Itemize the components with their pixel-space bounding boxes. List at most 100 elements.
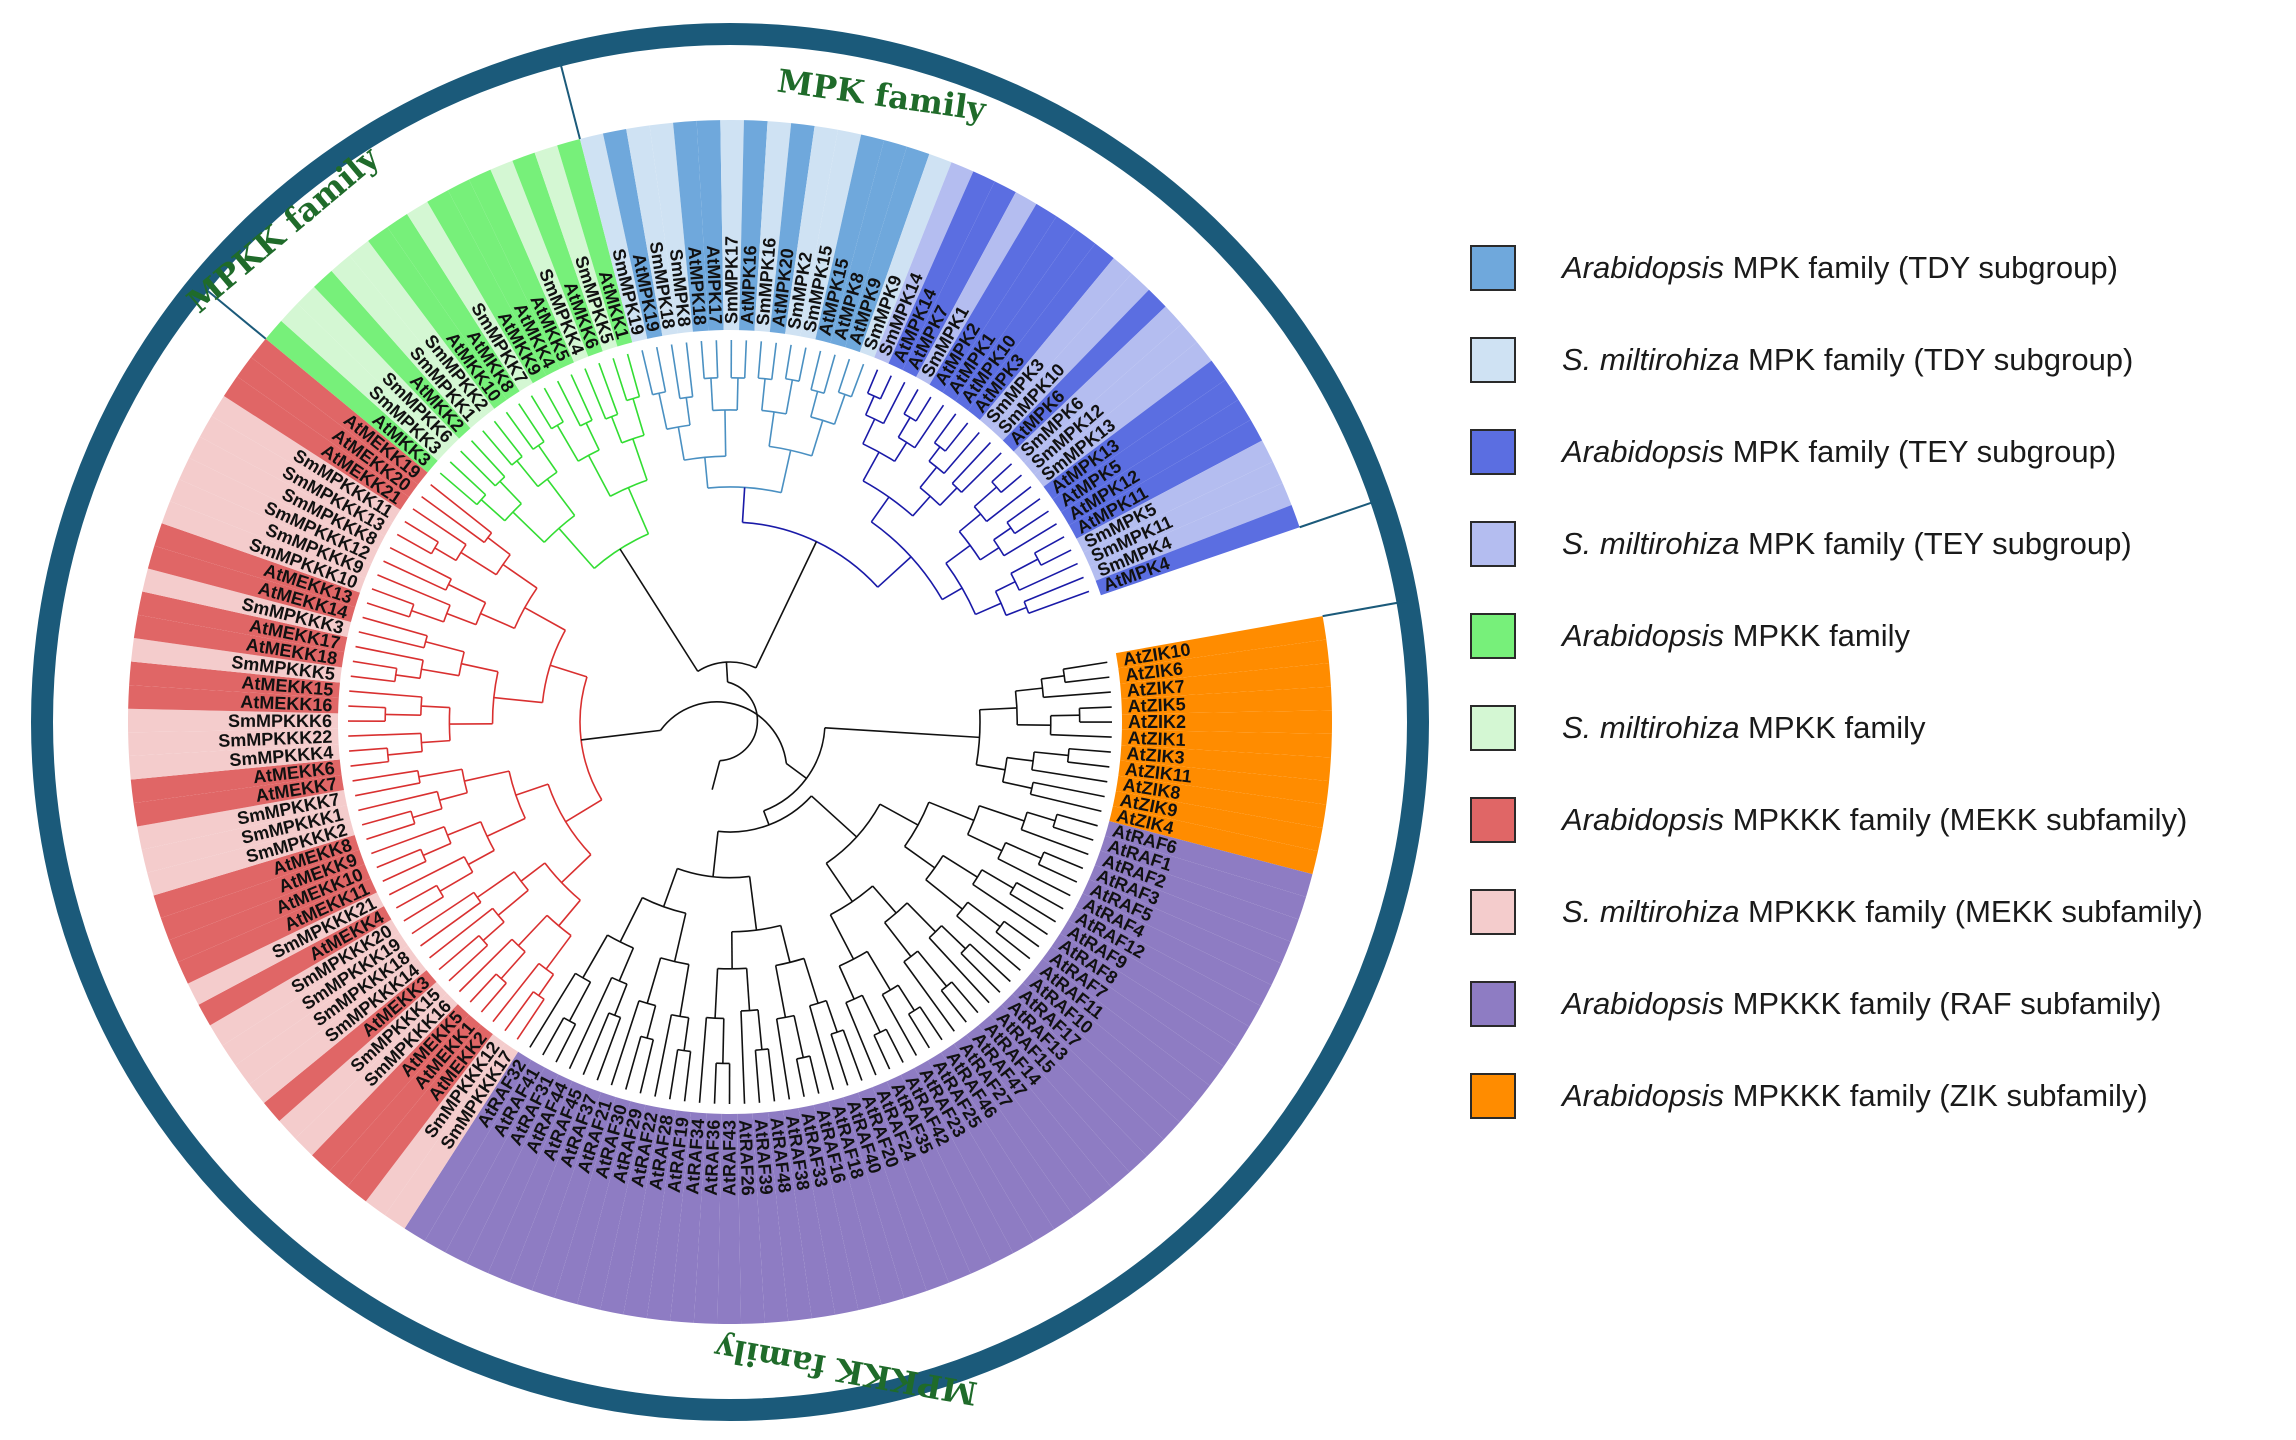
tree-branch bbox=[1017, 883, 1064, 909]
legend-swatch bbox=[1470, 613, 1516, 659]
tree-arc bbox=[387, 748, 388, 761]
tree-branch bbox=[929, 447, 940, 461]
tree-branch bbox=[737, 378, 738, 410]
tree-branch bbox=[675, 913, 686, 961]
tree-branch bbox=[726, 662, 727, 682]
tree-branch bbox=[1051, 715, 1080, 716]
legend-label: S. miltirohiza MPK family (TEY subgroup) bbox=[1562, 526, 2132, 562]
tree-branch bbox=[811, 351, 820, 390]
tree-branch bbox=[715, 969, 718, 1019]
tree-branch bbox=[619, 948, 633, 981]
tree-arc bbox=[514, 872, 528, 890]
tree-branch bbox=[367, 603, 409, 617]
tree-branch bbox=[758, 341, 761, 378]
tree-branch bbox=[384, 561, 446, 590]
tree-branch bbox=[518, 915, 547, 945]
tree-branch bbox=[755, 1050, 759, 1103]
tree-branch bbox=[909, 1014, 930, 1048]
tree-branch bbox=[713, 831, 718, 876]
tree-branch bbox=[1068, 762, 1110, 767]
legend-item: Arabidopsis MPKKK family (ZIK subfamily) bbox=[1470, 1050, 2280, 1142]
tree-arc bbox=[846, 995, 862, 1002]
tree-arc bbox=[718, 968, 747, 969]
tree-branch bbox=[440, 473, 477, 504]
tree-branch bbox=[1044, 852, 1083, 868]
tree-branch bbox=[396, 675, 420, 678]
tree-branch bbox=[483, 922, 504, 940]
tree-branch bbox=[351, 676, 395, 681]
tree-arc bbox=[909, 1007, 920, 1014]
tree-branch bbox=[615, 984, 627, 1015]
tree-branch bbox=[362, 811, 411, 825]
tree-branch bbox=[426, 642, 465, 652]
tree-branch bbox=[481, 500, 505, 521]
tree-arc bbox=[996, 591, 1006, 615]
tree-branch bbox=[628, 354, 640, 397]
tree-arc bbox=[464, 857, 472, 872]
tree-branch bbox=[882, 995, 916, 1056]
tree-branch bbox=[961, 953, 1000, 992]
tree-branch bbox=[851, 364, 863, 397]
tree-branch bbox=[612, 417, 622, 443]
tree-branch bbox=[772, 343, 776, 380]
tree-arc bbox=[866, 415, 884, 424]
tree-branch bbox=[447, 613, 476, 624]
tree-branch bbox=[920, 1007, 942, 1040]
tree-branch bbox=[405, 522, 438, 543]
legend-item: S. miltirohiza MPKK family bbox=[1470, 682, 2280, 774]
tree-branch bbox=[366, 824, 414, 840]
tree-branch bbox=[421, 741, 450, 743]
tree-arc bbox=[547, 915, 571, 935]
tree-branch bbox=[716, 340, 717, 378]
tree-branch bbox=[756, 542, 816, 668]
tree-branch bbox=[613, 358, 627, 400]
tree-arc bbox=[920, 488, 940, 506]
tree-branch bbox=[915, 405, 944, 448]
tree-branch bbox=[525, 608, 566, 631]
tree-branch bbox=[750, 876, 757, 930]
tree-branch bbox=[516, 784, 548, 795]
tree-branch bbox=[421, 706, 450, 707]
tree-arc bbox=[544, 515, 574, 542]
tree-branch bbox=[412, 892, 474, 933]
tree-branch bbox=[992, 464, 1012, 482]
tree-arc bbox=[421, 733, 422, 751]
tree-branch bbox=[481, 983, 506, 1012]
tree-branch bbox=[351, 762, 389, 766]
tree-branch bbox=[866, 396, 874, 415]
tree-branch bbox=[705, 457, 708, 488]
legend-swatch bbox=[1470, 797, 1516, 843]
tree-branch bbox=[562, 855, 591, 883]
tree-branch bbox=[905, 846, 935, 867]
tree-arc bbox=[874, 1029, 886, 1035]
tree-branch bbox=[863, 419, 875, 444]
tree-branch bbox=[926, 880, 963, 909]
tree-arc bbox=[533, 442, 544, 450]
tree-branch bbox=[633, 439, 647, 480]
tree-branch bbox=[557, 425, 578, 461]
tree-arc bbox=[957, 902, 968, 916]
tree-branch bbox=[544, 388, 563, 422]
tree-arc bbox=[935, 443, 946, 451]
tree-branch bbox=[1024, 577, 1083, 601]
tree-branch bbox=[1006, 843, 1042, 859]
tree-branch bbox=[918, 951, 947, 986]
tree-branch bbox=[1041, 550, 1071, 565]
tree-branch bbox=[839, 966, 854, 999]
tree-branch bbox=[959, 514, 980, 532]
tree-branch bbox=[1015, 511, 1049, 533]
tree-arc bbox=[552, 422, 564, 429]
legend-item: S. miltirohiza MPK family (TDY subgroup) bbox=[1470, 314, 2280, 406]
tree-branch bbox=[363, 617, 428, 635]
tree-arc bbox=[758, 378, 771, 379]
tree-branch bbox=[640, 1040, 653, 1094]
tree-branch bbox=[356, 647, 424, 661]
tree-branch bbox=[769, 412, 774, 446]
tree-arc bbox=[929, 461, 944, 473]
tree-branch bbox=[895, 442, 907, 461]
tree-branch bbox=[979, 806, 1024, 821]
tree-branch bbox=[982, 870, 1013, 888]
tree-arc bbox=[449, 708, 450, 741]
tree-branch bbox=[686, 342, 692, 396]
tree-branch bbox=[581, 730, 660, 740]
